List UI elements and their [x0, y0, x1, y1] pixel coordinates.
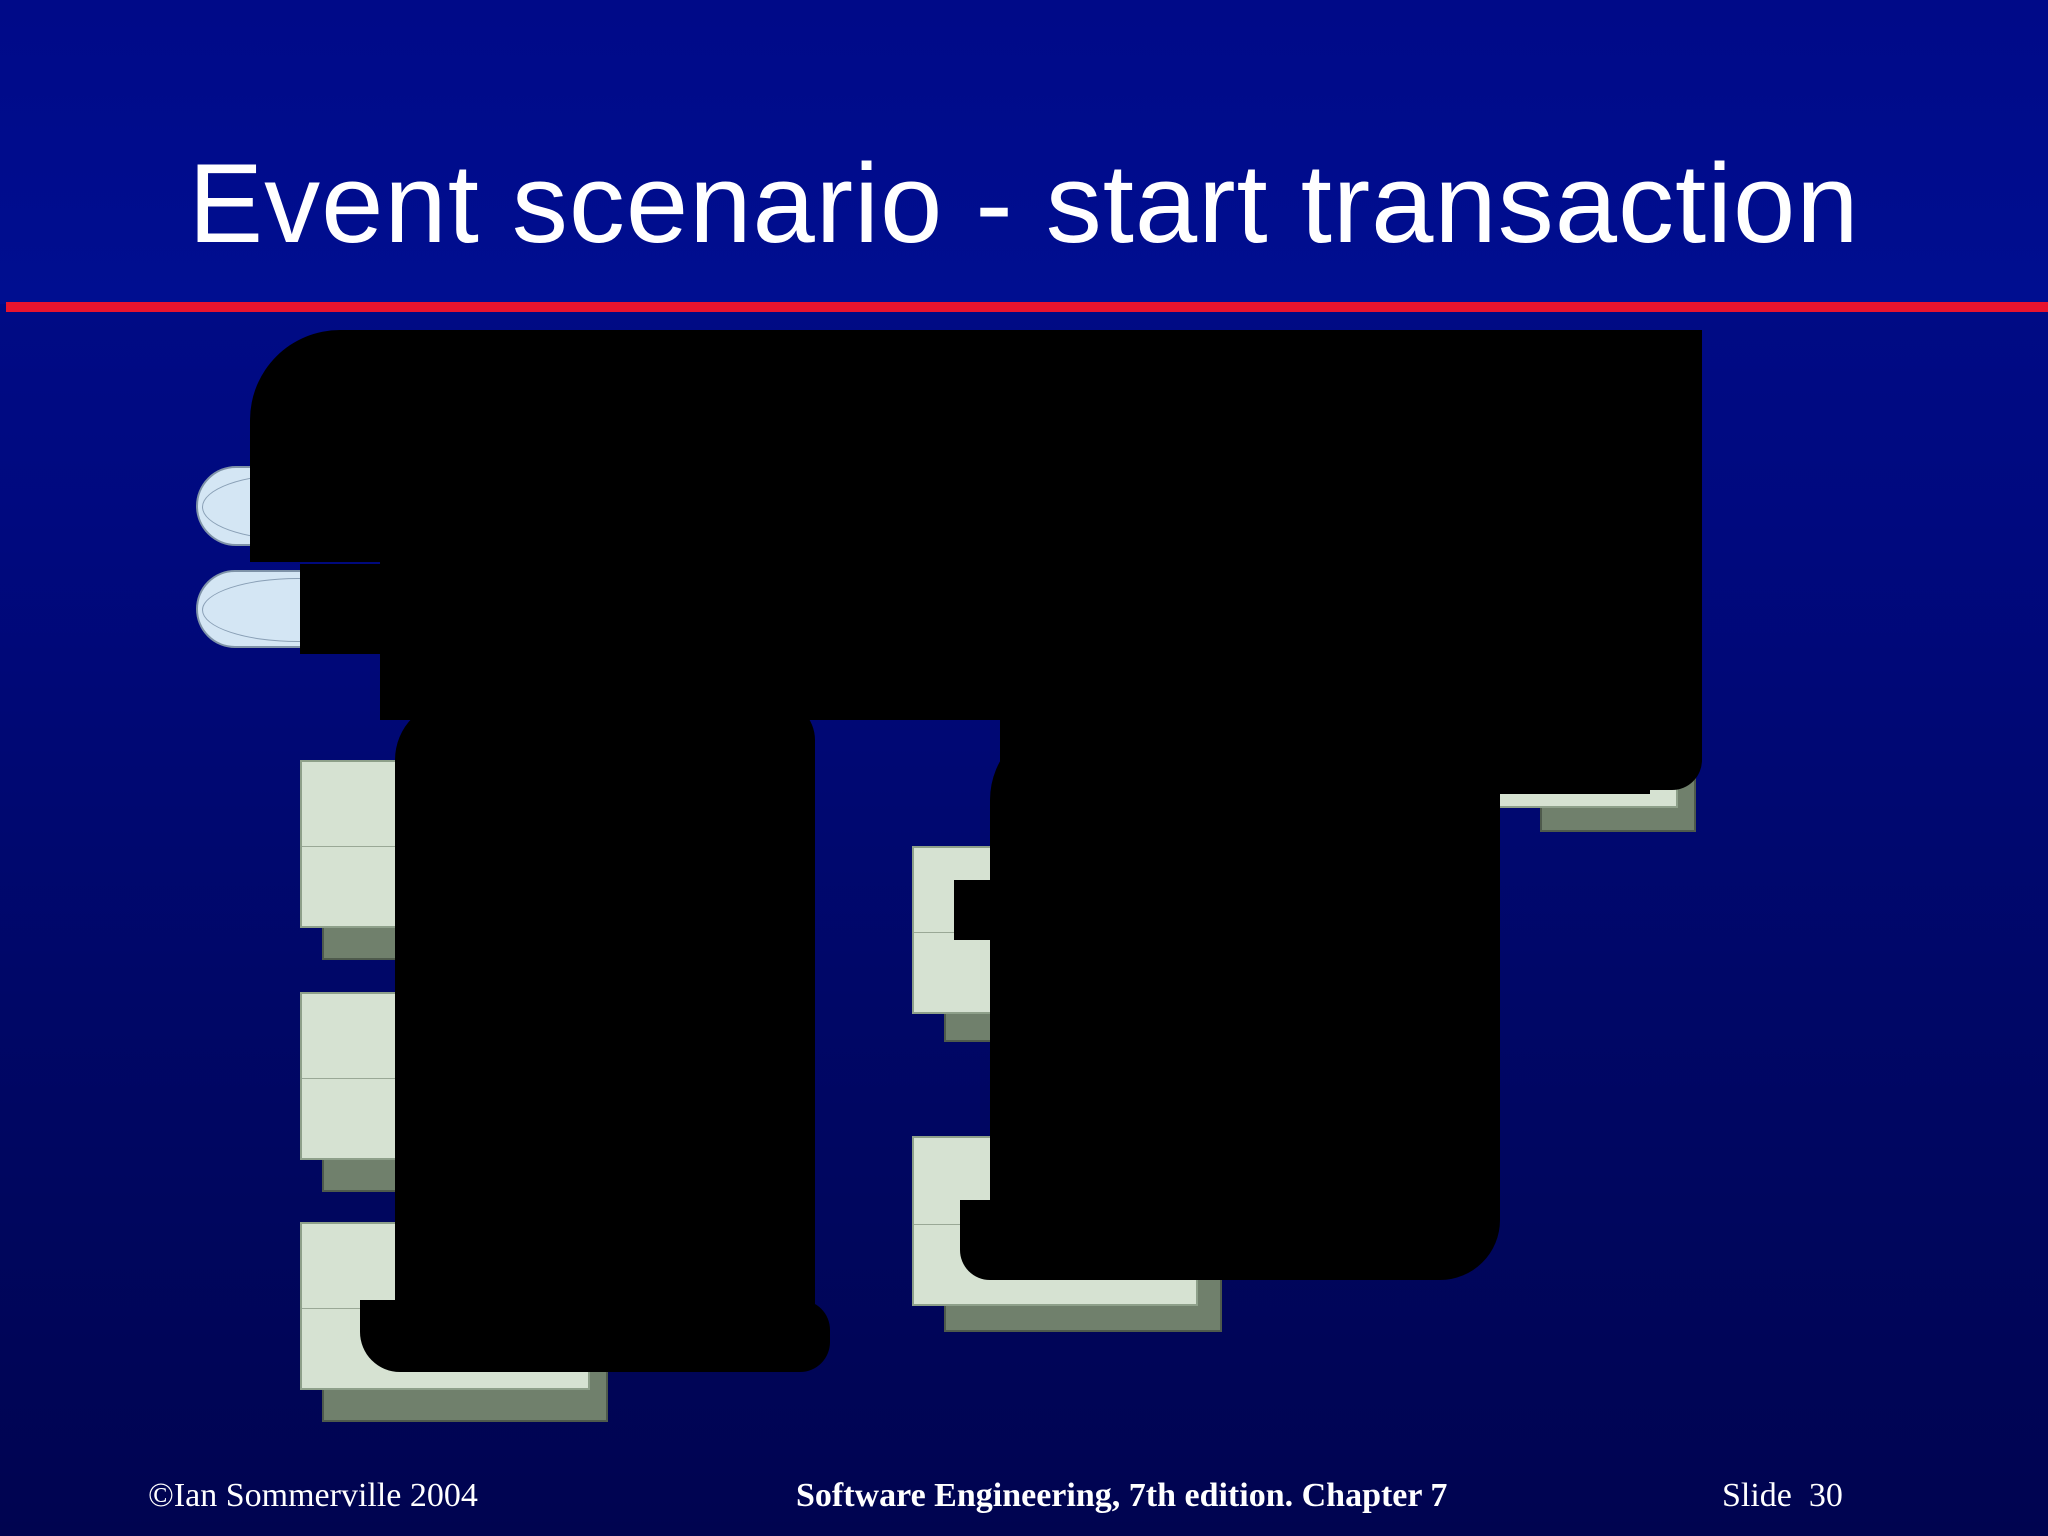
obscured-region — [414, 600, 934, 720]
obscured-region — [300, 564, 410, 654]
footer-copyright: ©Ian Sommerville 2004 — [148, 1477, 478, 1514]
title-rule — [6, 302, 2048, 312]
obscured-region — [954, 880, 1024, 940]
slide-title: Event scenario - start transaction — [188, 141, 1860, 266]
footer-book-title: Software Engineering, 7th edition. Chapt… — [796, 1477, 1448, 1514]
obscured-region — [1000, 720, 1490, 1120]
obscured-region — [412, 800, 812, 1320]
obscured-region — [1022, 1140, 1052, 1210]
obscured-region — [410, 1090, 440, 1160]
title-band — [0, 0, 2048, 304]
obscured-region — [360, 1300, 830, 1372]
obscured-region — [292, 450, 1702, 550]
footer-slide-number: Slide 30 — [1722, 1477, 1843, 1514]
obscured-region — [300, 460, 420, 540]
obscured-region — [960, 1200, 1440, 1280]
obscured-region — [1500, 724, 1650, 794]
